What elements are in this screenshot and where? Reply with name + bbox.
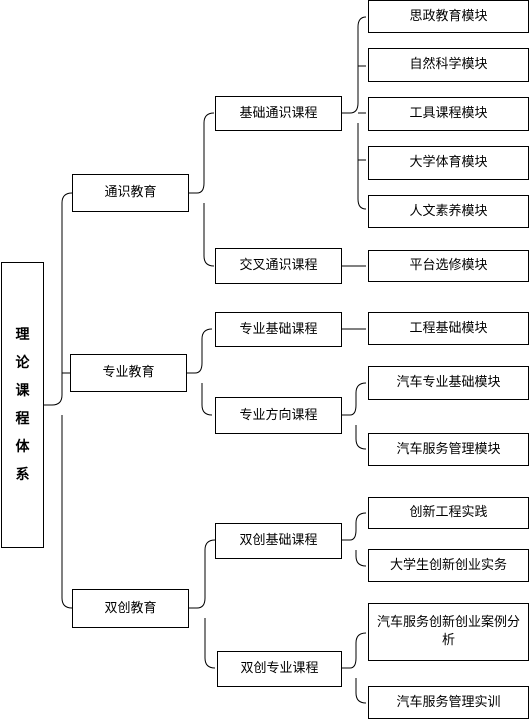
module-label: 汽车专业基础模块 xyxy=(396,375,501,390)
module-label: 大学生创新创业实务 xyxy=(389,557,507,573)
node-major-basic-course: 专业基础课程 xyxy=(215,312,342,347)
root-label: 理论课程体系 xyxy=(15,327,30,483)
module-label: 创新工程实践 xyxy=(409,505,488,520)
node-label: 交叉通识课程 xyxy=(239,258,318,273)
module-humanities: 人文素养模块 xyxy=(368,195,529,228)
module-student-entrepreneurship: 大学生创新创业实务 xyxy=(368,549,529,582)
module-auto-service-mgmt: 汽车服务管理模块 xyxy=(368,433,529,466)
node-label: 专业教育 xyxy=(102,365,155,380)
module-auto-service-training: 汽车服务管理实训 xyxy=(368,686,529,719)
connector-major xyxy=(187,328,213,416)
module-label: 汽车服务管理模块 xyxy=(396,441,501,457)
connector-general xyxy=(189,112,215,267)
node-innovation-major-course: 双创专业课程 xyxy=(217,651,342,687)
node-label: 专业基础课程 xyxy=(239,321,318,337)
connector-root xyxy=(44,192,73,609)
module-label: 大学体育模块 xyxy=(409,155,488,170)
module-label: 平台选修模块 xyxy=(409,258,488,273)
module-innovation-practice: 创新工程实践 xyxy=(368,497,529,529)
module-natural-science: 自然科学模块 xyxy=(368,48,529,82)
node-major-education: 专业教育 xyxy=(70,354,187,392)
connector-basic-general xyxy=(342,16,367,210)
node-label: 双创教育 xyxy=(104,600,157,616)
node-label: 双创基础课程 xyxy=(239,533,318,548)
module-label: 思政教育模块 xyxy=(409,8,488,24)
node-basic-general-course: 基础通识课程 xyxy=(215,96,342,131)
node-label: 专业方向课程 xyxy=(239,407,318,423)
module-ideology: 思政教育模块 xyxy=(368,0,529,33)
node-label: 双创专业课程 xyxy=(240,661,319,676)
connector-innovation-basic xyxy=(342,512,367,567)
module-label: 工具课程模块 xyxy=(409,106,488,121)
node-cross-general-course: 交叉通识课程 xyxy=(215,248,342,284)
module-auto-major-basic: 汽车专业基础模块 xyxy=(368,366,529,400)
node-label: 通识教育 xyxy=(104,185,157,200)
module-label: 汽车服务管理实训 xyxy=(396,694,501,710)
module-label: 汽车服务创新创业案例分析 xyxy=(376,615,520,648)
connector-innovation xyxy=(189,539,216,669)
module-auto-innovation-cases: 汽车服务创新创业案例分析 xyxy=(368,603,529,661)
node-innovation-education: 双创教育 xyxy=(72,589,189,628)
node-label: 基础通识课程 xyxy=(239,105,318,121)
module-label: 人文素养模块 xyxy=(409,203,488,219)
root-node: 理论课程体系 xyxy=(1,262,44,548)
module-engineering-basic: 工程基础模块 xyxy=(368,312,529,345)
connector-major-direction xyxy=(342,382,367,450)
module-label: 工程基础模块 xyxy=(409,320,488,336)
node-major-direction-course: 专业方向课程 xyxy=(215,397,342,434)
node-general-education: 通识教育 xyxy=(72,174,189,212)
node-innovation-basic-course: 双创基础课程 xyxy=(215,523,342,559)
module-tools: 工具课程模块 xyxy=(368,97,529,131)
module-label: 自然科学模块 xyxy=(409,57,488,72)
module-platform-elective: 平台选修模块 xyxy=(368,250,529,282)
connector-innovation-major xyxy=(342,632,367,704)
module-pe: 大学体育模块 xyxy=(368,146,529,180)
